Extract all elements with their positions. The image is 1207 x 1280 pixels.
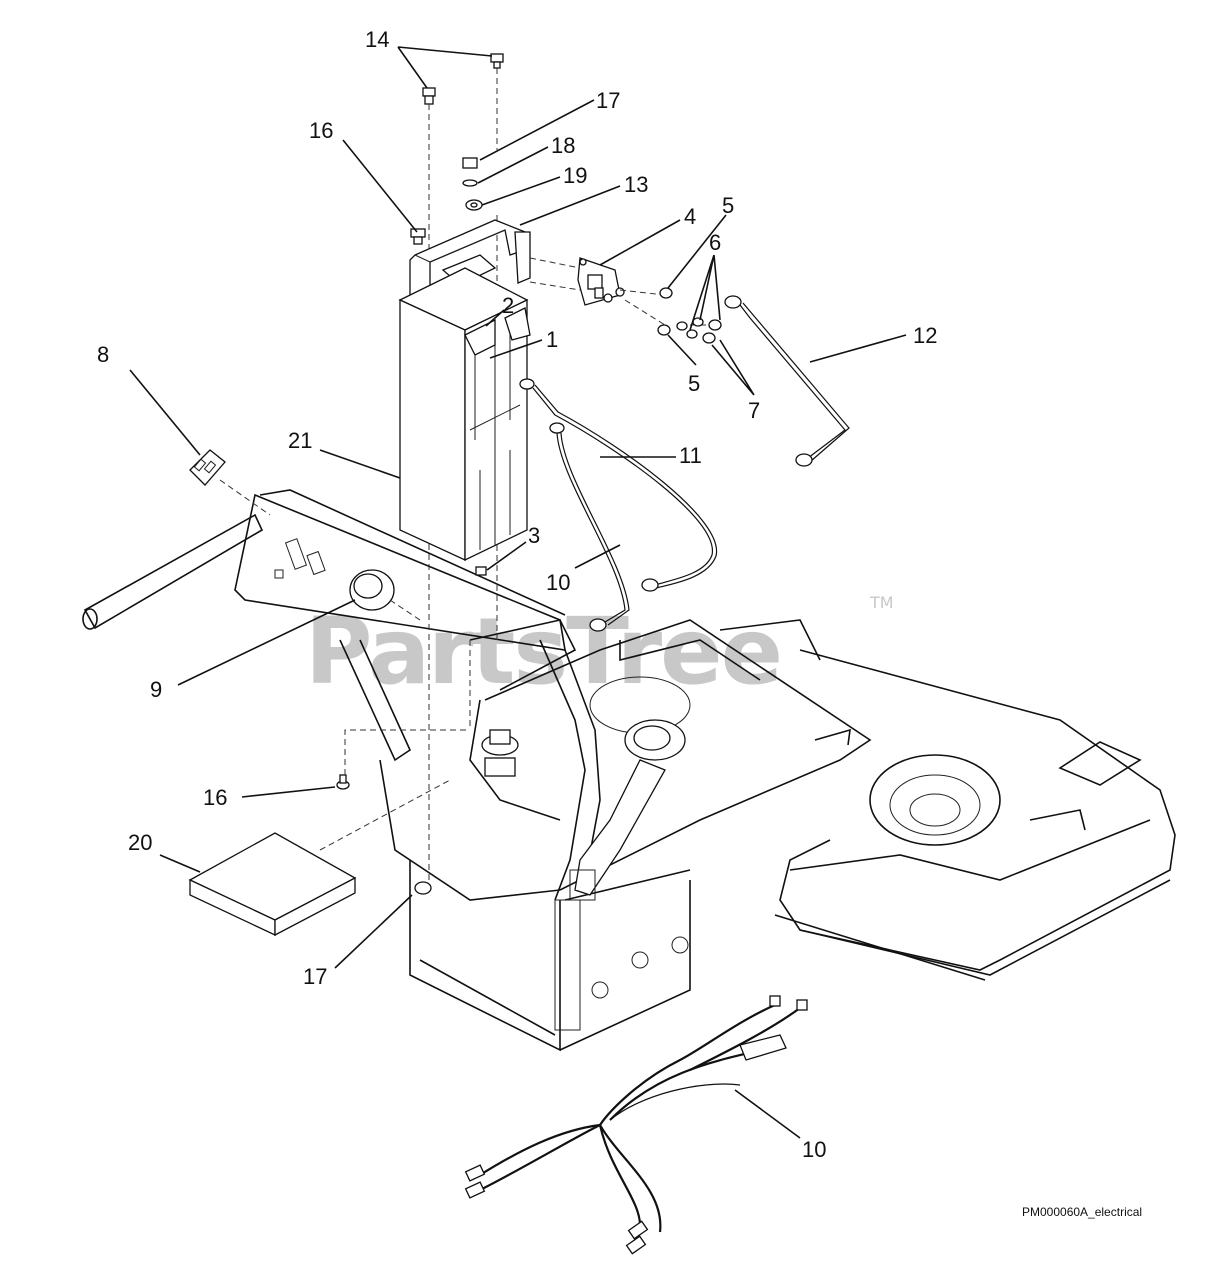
hardware-5-6-7	[657, 287, 722, 344]
nut-17-bottom	[414, 881, 432, 895]
mower-frame	[82, 489, 1176, 1052]
callout-13: 12	[913, 323, 937, 348]
cable-12	[519, 378, 718, 592]
engine-assembly	[481, 719, 686, 901]
callout-5-top: 5	[722, 193, 734, 218]
battery-21	[398, 267, 531, 576]
switch-8	[189, 449, 226, 486]
nut-17-washer-18-19	[462, 157, 483, 211]
callout-17-top: 17	[596, 88, 620, 113]
callout-14: 13	[624, 172, 648, 197]
callout-20: 20	[128, 830, 152, 855]
trademark-mark: TM	[869, 593, 894, 612]
screw-16-top	[410, 228, 426, 245]
wire-harness-10	[464, 995, 808, 1255]
callout-12: 11	[679, 443, 702, 468]
callout-15: 14	[365, 27, 389, 52]
pad-20-axis	[319, 779, 451, 851]
screw-16-bottom	[336, 774, 350, 790]
pad-20	[188, 832, 357, 937]
callout-7: 7	[748, 398, 760, 423]
callout-16-bottom: 16	[203, 785, 227, 810]
callout-19: 19	[563, 163, 587, 188]
callout-5-bottom: 5	[688, 371, 700, 396]
callout-21: 21	[288, 428, 312, 453]
leader-lines	[129, 46, 907, 1139]
solenoid-4-axes	[529, 257, 715, 326]
screw-16-axis	[344, 729, 470, 775]
callout-16-top: 16	[309, 118, 333, 143]
callout-17-bottom: 17	[303, 964, 327, 989]
key-switch-9	[349, 569, 395, 611]
callout-4: 4	[684, 204, 696, 229]
callout-11: 10	[546, 570, 570, 595]
callout-labels: 14 17 18 19 13 16 4 5 6 5 7 12 2 1 8 21 …	[97, 27, 937, 1162]
callout-18: 18	[551, 133, 575, 158]
cable-11	[549, 422, 630, 632]
callout-9: 9	[150, 677, 162, 702]
callout-2: 2	[502, 293, 514, 318]
callout-10: 10	[802, 1137, 826, 1162]
bolt-15	[422, 53, 504, 105]
callout-8: 8	[97, 342, 109, 367]
watermark-text: PartsTree	[305, 598, 781, 705]
callout-1: 1	[546, 327, 558, 352]
switch-8-axis	[219, 479, 271, 516]
callout-3: 3	[528, 523, 540, 548]
key-switch-9-axis	[389, 599, 421, 621]
callout-6: 6	[709, 230, 721, 255]
cable-13	[724, 295, 850, 467]
drawing-code: PM000060A_electrical	[1022, 1205, 1142, 1219]
solenoid-4	[577, 257, 625, 306]
